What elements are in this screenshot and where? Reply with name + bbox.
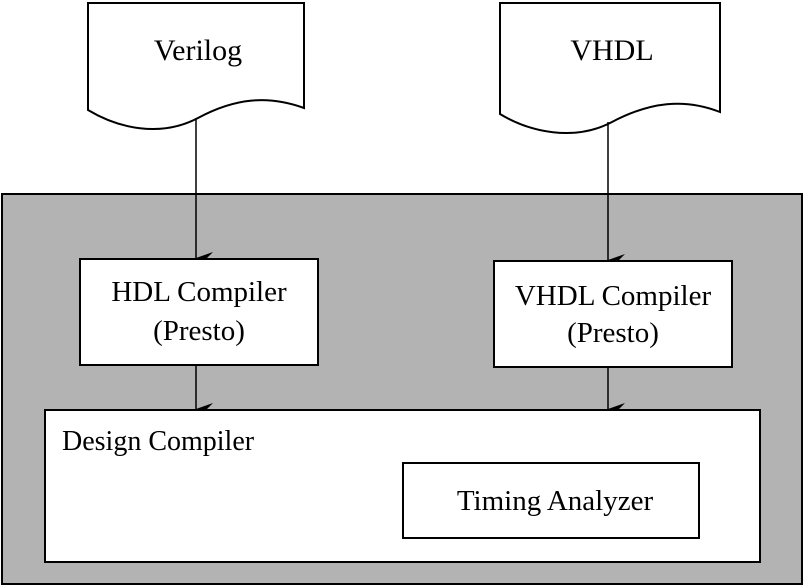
verilog-document-shape bbox=[87, 2, 305, 130]
hdl-compiler-title: HDL Compiler bbox=[111, 276, 287, 308]
hdl-compiler-subtitle: (Presto) bbox=[153, 315, 245, 347]
vhdl-document-shape bbox=[499, 2, 721, 134]
timing-analyzer-box: Timing Analyzer bbox=[402, 462, 700, 539]
hdl-compiler-box: HDL Compiler (Presto) bbox=[79, 258, 319, 366]
verilog-label: Verilog bbox=[154, 34, 242, 67]
vhdl-compiler-subtitle: (Presto) bbox=[567, 317, 659, 349]
vhdl-compiler-box: VHDL Compiler (Presto) bbox=[493, 260, 733, 368]
verilog-document: Verilog bbox=[87, 2, 305, 130]
vhdl-document: VHDL bbox=[499, 2, 721, 134]
timing-analyzer-label: Timing Analyzer bbox=[457, 485, 654, 517]
vhdl-label: VHDL bbox=[570, 34, 653, 67]
vhdl-compiler-title: VHDL Compiler bbox=[515, 280, 712, 312]
design-compiler-label: Design Compiler bbox=[62, 426, 255, 457]
